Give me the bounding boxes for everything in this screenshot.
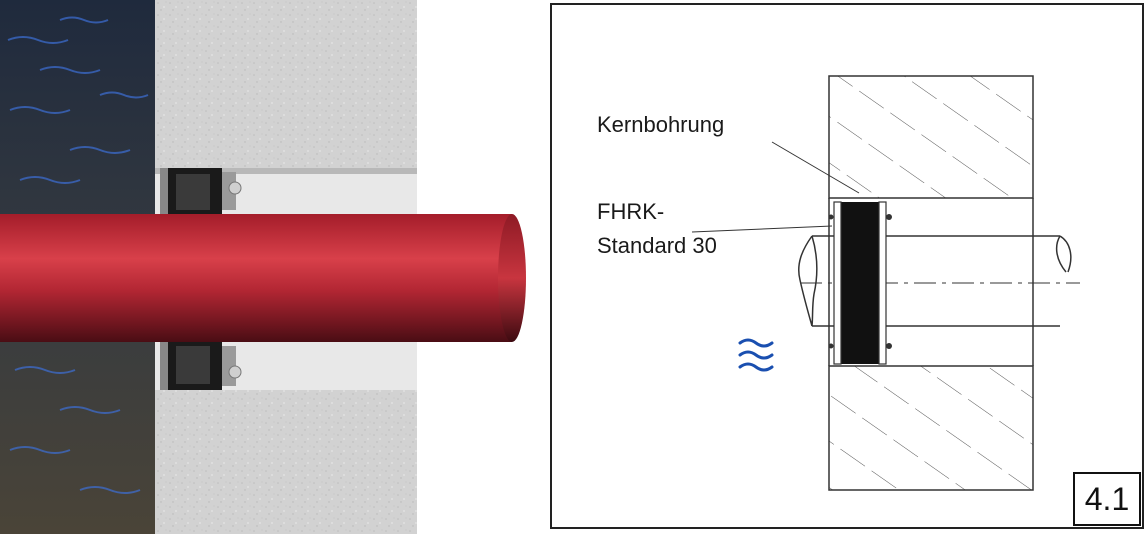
water-streaks: [7, 16, 149, 494]
pipe-end: [498, 214, 526, 342]
leader-kernbohrung: [771, 141, 860, 194]
seal-drawing: [841, 202, 879, 364]
label-fhrk-line1: FHRK-: [597, 199, 665, 224]
figure-number: 4.1: [1073, 472, 1141, 526]
wall-upper: [828, 75, 1034, 199]
label-kernbohrung: Kernbohrung: [597, 112, 725, 137]
leader-fhrk: [691, 225, 833, 233]
technical-drawing: [550, 3, 1144, 529]
pipe: [0, 214, 512, 342]
label-fhrk-line2: Standard 30: [597, 233, 717, 258]
wall-lower: [828, 365, 1034, 491]
water-waves-icon: [738, 338, 774, 372]
photo-rendering: [0, 0, 526, 534]
